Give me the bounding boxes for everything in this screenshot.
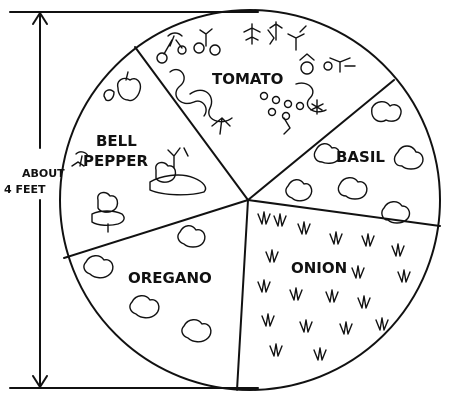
divider-oregano-pepper bbox=[63, 199, 249, 259]
tomato-plant-icon bbox=[193, 28, 221, 56]
oregano-bush-icon bbox=[177, 225, 206, 248]
basil-bush-icon bbox=[337, 177, 368, 200]
basil-bush-icon bbox=[381, 201, 411, 224]
onion-sprout-icon bbox=[361, 233, 405, 257]
basil-bush-icon bbox=[371, 101, 402, 123]
basil-label: BASIL bbox=[336, 148, 385, 166]
dimension-label-line1: ABOUT bbox=[22, 167, 65, 180]
onion-sprout-icon bbox=[297, 221, 343, 245]
bell-label: BELL bbox=[96, 132, 137, 150]
divider-tomato-pepper bbox=[134, 46, 249, 201]
dimension-arrow-down-icon bbox=[32, 375, 48, 388]
garden-bed bbox=[59, 9, 441, 391]
bell-pepper-plants bbox=[71, 71, 207, 233]
onion-label: ONION bbox=[291, 259, 347, 277]
onion-sprout-icon bbox=[261, 313, 389, 335]
pepper-plant-icon bbox=[91, 191, 125, 233]
tomato-cluster-icon bbox=[259, 91, 324, 121]
tomato-plant-icon bbox=[299, 53, 356, 75]
onion-sprout-icon bbox=[265, 249, 411, 283]
tomato-sprout-icon bbox=[211, 117, 291, 135]
onion-sprout-icon bbox=[257, 211, 287, 227]
onion-sprout-icon bbox=[257, 279, 371, 309]
oregano-plants bbox=[83, 225, 212, 343]
divider-basil-onion bbox=[247, 199, 441, 227]
bed-outline bbox=[59, 9, 441, 391]
tomato-label: TOMATO bbox=[212, 70, 283, 88]
pepper-plant-icon bbox=[71, 151, 89, 167]
dimension-arrow-up-icon bbox=[32, 12, 48, 25]
tomato-plant-icon bbox=[156, 32, 187, 64]
pepper-label: PEPPER bbox=[83, 152, 148, 170]
tomato-plants bbox=[156, 21, 356, 135]
onion-plants bbox=[257, 211, 411, 361]
oregano-bush-icon bbox=[181, 319, 212, 343]
pepper-plant-icon bbox=[103, 71, 142, 102]
oregano-bush-icon bbox=[83, 255, 114, 279]
section-labels: TOMATO BASIL ONION OREGANO BELL PEPPER bbox=[83, 70, 385, 287]
tomato-plant-icon bbox=[243, 21, 307, 51]
basil-bush-icon bbox=[313, 143, 341, 165]
dimension-label-line2: 4 FEET bbox=[4, 183, 46, 196]
oregano-bush-icon bbox=[129, 295, 160, 319]
basil-bush-icon bbox=[285, 179, 313, 202]
basil-bush-icon bbox=[393, 145, 424, 170]
pepper-plant-icon bbox=[149, 147, 207, 196]
divider-tomato-basil bbox=[247, 79, 395, 201]
diameter-dimension: ABOUT 4 FEET bbox=[4, 11, 259, 389]
basil-plants bbox=[285, 101, 424, 224]
onion-sprout-icon bbox=[269, 343, 327, 361]
divider-onion-oregano bbox=[236, 199, 249, 391]
oregano-label: OREGANO bbox=[128, 269, 212, 287]
